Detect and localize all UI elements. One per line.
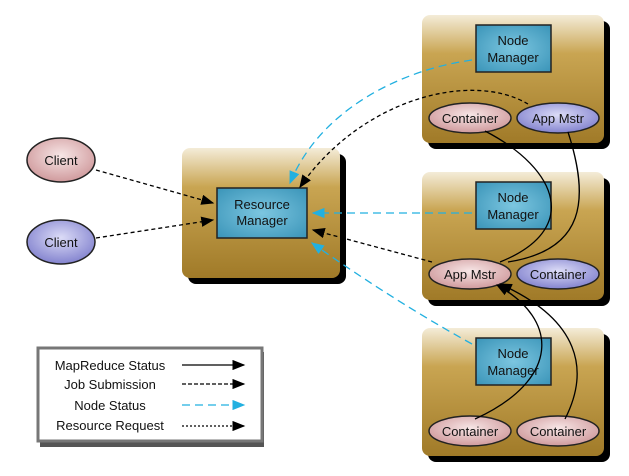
node-left-ellipse xyxy=(428,415,512,447)
mapreduce-status-arrow-4 xyxy=(498,283,578,420)
resource-manager-box xyxy=(216,187,308,239)
mapreduce-status-line-1 xyxy=(484,130,552,263)
legend-job-submission: Job Submission xyxy=(64,377,156,392)
client-2: Client xyxy=(26,219,96,265)
node-manager-label-1: Node xyxy=(497,33,528,48)
client-1: Client xyxy=(26,137,96,183)
node-right-ellipse xyxy=(516,102,600,134)
node-right-ellipse xyxy=(516,415,600,447)
legend-mapreduce-status: MapReduce Status xyxy=(55,358,166,373)
node-right-label: Container xyxy=(530,424,587,439)
node-left-ellipse xyxy=(428,258,512,290)
client-2-label: Client xyxy=(44,235,78,250)
job-submission-arrow-1 xyxy=(95,169,215,205)
node-left-label: Container xyxy=(442,424,499,439)
node-manager-label-1: Node xyxy=(497,190,528,205)
node-status-arrow-3 xyxy=(310,242,473,345)
resource-manager-label-1: Resource xyxy=(234,197,290,212)
job-submission-arrow-2 xyxy=(95,216,215,239)
legend-resource-request: Resource Request xyxy=(56,418,164,433)
node-manager-label-1: Node xyxy=(497,346,528,361)
node-manager-box xyxy=(475,181,552,230)
node-right-label: App Mstr xyxy=(532,111,585,126)
legend: MapReduce Status Job Submission Node Sta… xyxy=(36,346,264,447)
node-status-arrow-1 xyxy=(289,59,473,185)
resource-manager-label-2: Manager xyxy=(236,213,288,228)
node-right-ellipse xyxy=(516,258,600,290)
client-1-label: Client xyxy=(44,153,78,168)
node-manager-label-2: Manager xyxy=(487,363,539,378)
legend-node-status: Node Status xyxy=(74,398,146,413)
node-left-ellipse xyxy=(428,102,512,134)
resource-manager-node: Resource Manager xyxy=(182,148,346,284)
node-left-label: App Mstr xyxy=(444,267,497,282)
node-manager-box xyxy=(475,24,552,73)
node-right-label: Container xyxy=(530,267,587,282)
node-manager-label-2: Manager xyxy=(487,207,539,222)
mapreduce-status-arrow-3 xyxy=(474,284,543,420)
node-manager-label-2: Manager xyxy=(487,50,539,65)
mapreduce-status-line-2 xyxy=(507,131,580,263)
node-left-label: Container xyxy=(442,111,499,126)
